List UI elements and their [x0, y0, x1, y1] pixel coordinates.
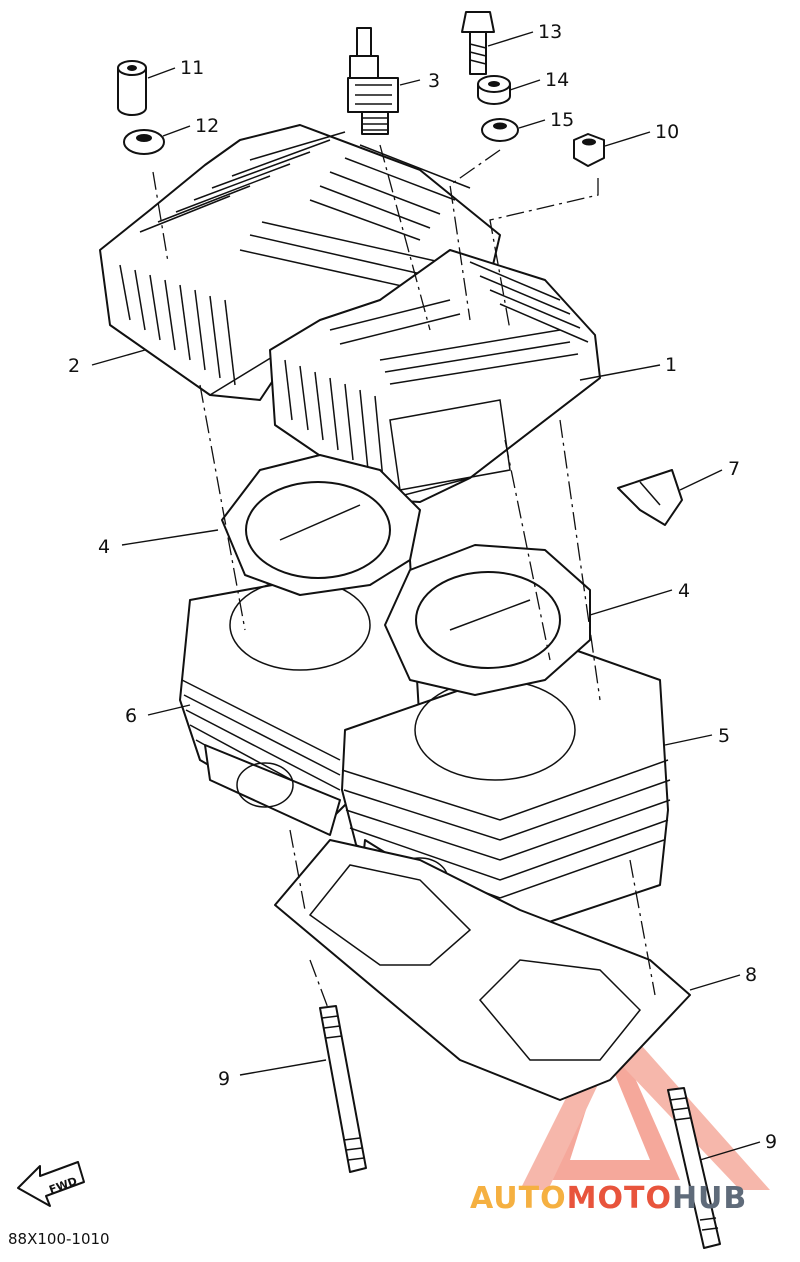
- stud-bolt-9-left: [319, 1005, 367, 1173]
- watermark-text-auto: AUTO: [470, 1181, 567, 1216]
- spacer-11: [117, 60, 147, 116]
- head-gasket-4-rear: [221, 454, 421, 596]
- alignment-lines: [152, 144, 656, 1009]
- stud-bolt-9-right: [667, 1087, 721, 1249]
- part-label-10: 10: [655, 121, 679, 143]
- spark-plug-3: [347, 27, 399, 135]
- part-label-4-rear: 4: [98, 536, 110, 558]
- part-label-6: 6: [125, 705, 137, 727]
- base-gasket-8: [274, 839, 691, 1101]
- cooling-fins-head-2: [119, 131, 471, 386]
- head-gasket-4-front: [384, 544, 591, 696]
- watermark-logo-icon: [520, 1010, 770, 1190]
- leader-lines: [91, 31, 761, 1161]
- part-label-14: 14: [545, 69, 569, 91]
- part-number-labels: 1 2 3 4 4 5 6 7 8 9 9 10 11 12 13 14 15: [68, 21, 777, 1153]
- part-label-9-left: 9: [218, 1068, 230, 1090]
- part-label-4-front: 4: [678, 580, 690, 602]
- part-label-13: 13: [538, 21, 562, 43]
- clip-7: [617, 469, 683, 526]
- watermark-text-hub: HUB: [672, 1181, 747, 1216]
- part-label-7: 7: [728, 458, 740, 480]
- part-label-1: 1: [665, 354, 677, 376]
- forward-arrow-icon: FWD: [17, 1161, 85, 1207]
- washer-15: [481, 118, 519, 142]
- watermark-text-moto: MOTO: [567, 1181, 672, 1216]
- part-label-3: 3: [428, 70, 440, 92]
- bolt-13: [461, 11, 495, 75]
- part-label-11: 11: [180, 57, 204, 79]
- part-label-5: 5: [718, 725, 730, 747]
- washer-14: [477, 75, 511, 105]
- part-label-15: 15: [550, 109, 574, 131]
- part-label-2: 2: [68, 355, 80, 377]
- part-label-12: 12: [195, 115, 219, 137]
- washer-12: [123, 129, 165, 155]
- part-label-8: 8: [745, 964, 757, 986]
- cooling-fins-head-1: [284, 261, 589, 481]
- drawing-code: 88X100-1010: [8, 1230, 110, 1248]
- watermark-text: AUTOMOTOHUB: [470, 1181, 747, 1216]
- part-label-9-right: 9: [765, 1131, 777, 1153]
- cylinder-head-2: [99, 124, 501, 401]
- nut-10: [573, 133, 605, 167]
